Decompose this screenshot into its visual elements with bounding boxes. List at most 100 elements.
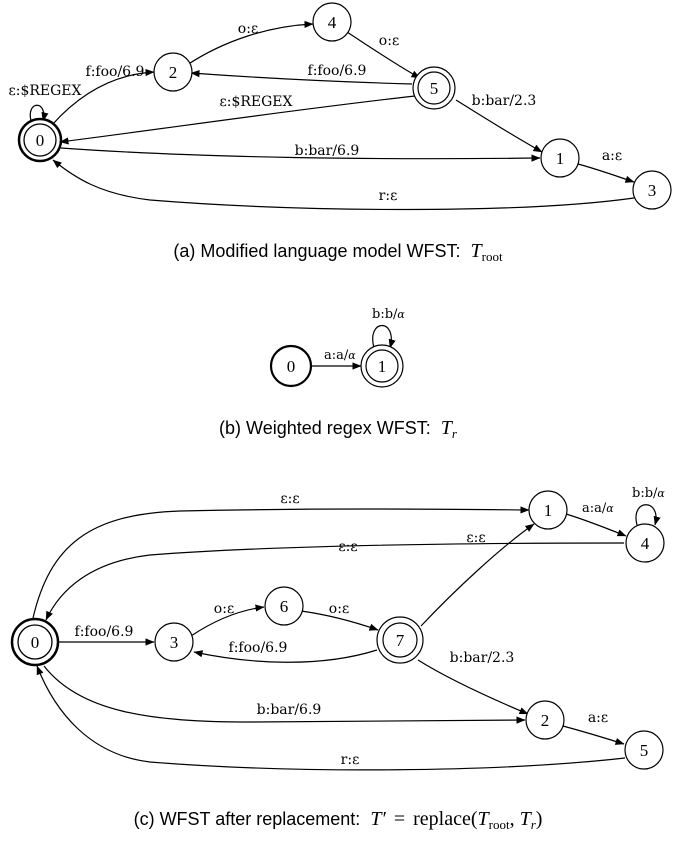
state-c-5-label: 5	[640, 741, 649, 760]
label-a-1-3: a:ε	[602, 148, 622, 164]
label-b-0-1-text: a:a/	[324, 348, 349, 363]
state-a-5: 5	[412, 66, 456, 110]
state-a-1: 1	[540, 138, 580, 178]
edge-c-7-1	[420, 523, 535, 627]
label-c-1-4-weight: α	[606, 502, 614, 515]
edge-a-5-0	[59, 95, 416, 145]
edge-c-1-4	[565, 513, 627, 537]
caption-c-arg2-sub: r	[531, 817, 537, 832]
label-a-3-0: r:ε	[379, 188, 398, 204]
label-c-0-1: ε:ε	[280, 491, 299, 507]
label-a-2-4: o:ε	[238, 21, 258, 37]
state-c-7-label: 7	[396, 631, 405, 650]
caption-c-eq: =	[394, 808, 405, 830]
caption-a-text: (a) Modified language model WFST:	[173, 241, 460, 261]
state-c-1-label: 1	[544, 501, 553, 520]
edge-c-2-5	[562, 725, 625, 745]
edge-c-4-0	[45, 542, 625, 621]
edge-a-5-2	[190, 70, 413, 85]
label-c-7-2: b:bar/2.3	[450, 650, 515, 666]
state-b-0-label: 0	[287, 357, 296, 376]
caption-c-fn: replace(	[413, 808, 478, 830]
label-c-4-self-text: b:b/	[632, 486, 658, 501]
label-c-1-4-text: a:a/	[582, 501, 607, 516]
edge-c-4-self	[635, 504, 661, 526]
edge-c-0-2	[43, 665, 526, 724]
edge-c-7-2	[417, 659, 529, 715]
label-c-3-6: o:ε	[214, 601, 234, 617]
label-c-4-self-weight: α	[657, 487, 665, 500]
edge-c-7-3	[193, 649, 378, 663]
caption-b-math-sub: r	[452, 426, 458, 441]
label-a-5-2: f:foo/6.9	[308, 63, 367, 79]
state-a-0: 0	[17, 117, 63, 163]
state-c-6-label: 6	[280, 597, 289, 616]
label-c-5-0: r:ε	[341, 752, 360, 768]
caption-a-math: T	[471, 240, 484, 262]
label-c-0-2: b:bar/6.9	[257, 702, 322, 718]
label-b-1-self-text: b:b/	[372, 307, 398, 322]
state-b-0: 0	[269, 344, 313, 388]
state-c-7: 7	[376, 616, 424, 664]
state-a-4-label: 4	[328, 13, 337, 32]
state-a-3: 3	[632, 170, 672, 210]
label-c-4-0: ε:ε	[338, 539, 357, 555]
caption-c-close: )	[536, 808, 543, 830]
label-c-7-3: f:foo/6.9	[229, 640, 288, 656]
label-a-5-1: b:bar/2.3	[472, 93, 537, 109]
label-a-0-2: f:foo/6.9	[86, 64, 145, 80]
state-c-3-label: 3	[170, 633, 179, 652]
label-b-0-1: a:a/α	[324, 348, 356, 363]
edge-a-1-3	[577, 163, 635, 183]
edge-c-5-0	[36, 665, 626, 771]
label-b-1-self: b:b/α	[372, 307, 405, 322]
state-c-2: 2	[525, 700, 565, 740]
state-b-1-label: 1	[378, 357, 387, 376]
state-c-0-label: 0	[31, 633, 40, 652]
label-b-1-self-weight: α	[397, 308, 405, 321]
state-a-5-label: 5	[430, 79, 439, 98]
label-a-0-self: ε:$REGEX	[8, 83, 81, 99]
state-a-4: 4	[312, 2, 352, 42]
label-a-5-0: ε:$REGEX	[219, 94, 292, 110]
caption-a-math-sub: root	[482, 249, 503, 264]
state-c-0: 0	[10, 617, 60, 667]
state-c-3: 3	[154, 622, 194, 662]
caption-b-text: (b) Weighted regex WFST:	[219, 418, 431, 438]
label-c-2-5: a:ε	[588, 710, 608, 726]
panel-b: a:a/α b:b/α 0 1 (b) Weighted regex WFST:…	[219, 307, 458, 441]
edge-a-3-0	[52, 159, 635, 211]
caption-c-comma: ,	[510, 808, 520, 830]
edge-a-4-5	[346, 31, 421, 79]
state-c-5: 5	[624, 730, 664, 770]
caption-c-arg1-sub: root	[489, 817, 510, 832]
state-c-4-label: 4	[641, 534, 650, 553]
state-c-2-label: 2	[541, 711, 550, 730]
edge-b-1-self	[372, 324, 396, 349]
caption-c-arg1: T	[477, 808, 490, 830]
state-a-2: 2	[153, 52, 193, 92]
state-c-6: 6	[264, 586, 304, 626]
caption-b-math: T	[441, 417, 454, 439]
edge-c-0-1	[32, 506, 530, 619]
edge-a-0-1	[60, 147, 541, 162]
edge-a-5-1	[455, 99, 543, 153]
panel-a: ε:$REGEX f:foo/6.9 o:ε o:ε f:foo/6.9 ε:$…	[8, 2, 672, 264]
label-a-4-5: o:ε	[379, 33, 399, 49]
label-a-0-1: b:bar/6.9	[295, 143, 360, 159]
edge-a-0-self	[29, 104, 49, 122]
label-c-0-3: f:foo/6.9	[75, 624, 134, 640]
caption-c-text: (c) WFST after replacement:	[134, 809, 361, 829]
edge-a-0-2	[51, 68, 155, 126]
state-b-1: 1	[360, 344, 404, 388]
caption-a: (a) Modified language model WFST: Troot	[173, 240, 503, 264]
state-a-2-label: 2	[169, 63, 178, 82]
caption-b: (b) Weighted regex WFST: Tr	[219, 417, 458, 441]
edge-c-3-6	[190, 604, 265, 637]
state-c-4: 4	[625, 523, 665, 563]
edge-a-2-4	[186, 20, 314, 66]
panel-c: ε:ε ε:ε a:a/α b:b/α ε:ε f:foo/6.9 o:ε o:…	[10, 486, 665, 832]
label-c-4-self: b:b/α	[632, 486, 665, 501]
